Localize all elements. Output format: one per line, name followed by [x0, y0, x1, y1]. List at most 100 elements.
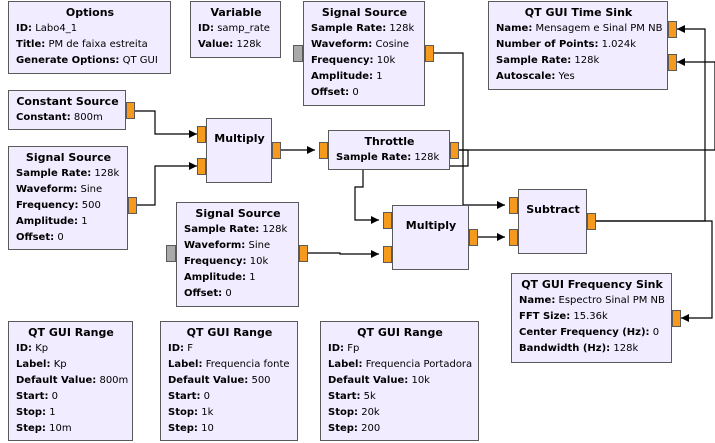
time-sink-in1-port[interactable]: [668, 54, 677, 71]
disabled-input-port[interactable]: [293, 45, 303, 62]
param-row: Frequency: 500: [16, 198, 121, 214]
param-key: Number of Points:: [496, 39, 599, 50]
param-value: QT GUI: [122, 55, 158, 66]
wire-sine1-to-multiply1: [137, 162, 197, 206]
param-value: 500: [81, 200, 101, 211]
throttle-in-port[interactable]: [319, 142, 328, 159]
subtract-out-port[interactable]: [587, 213, 596, 230]
param-row: Stop: 1: [16, 405, 126, 421]
param-row: Constant: 800m: [16, 110, 119, 126]
param-key: Waveform:: [311, 39, 373, 50]
multiply2-in0-port[interactable]: [383, 212, 392, 229]
param-value: 128k: [94, 168, 120, 179]
param-value: 1: [376, 71, 383, 82]
param-row: Waveform: Cosine: [311, 37, 418, 53]
param-row: Waveform: Sine: [184, 238, 292, 254]
param-row: Amplitude: 1: [311, 69, 418, 85]
multiply1-block[interactable]: Multiply: [206, 118, 272, 183]
param-row: Waveform: Sine: [16, 182, 121, 198]
param-value: 20k: [361, 407, 380, 418]
subtract-in1-port[interactable]: [509, 229, 518, 246]
param-value: 10: [201, 423, 214, 434]
param-row: Frequency: 10k: [311, 53, 418, 69]
param-row: Name: Espectro Sinal PM NB: [519, 293, 665, 309]
param-key: Generate Options:: [16, 55, 120, 66]
param-value: Frequencia fonte: [205, 359, 290, 370]
param-key: ID:: [16, 23, 33, 34]
param-row: Amplitude: 1: [16, 214, 121, 230]
param-key: ID:: [16, 343, 33, 354]
param-row: Stop: 20k: [328, 405, 472, 421]
param-key: Sample Rate:: [16, 168, 92, 179]
param-row: Sample Rate: 128k: [496, 53, 661, 69]
param-key: Name:: [496, 23, 533, 34]
param-value: 128k: [236, 39, 262, 50]
subtract-block[interactable]: Subtract: [518, 189, 587, 254]
param-value: 0: [57, 232, 64, 243]
param-value: 10k: [376, 55, 396, 66]
param-value: 5k: [363, 391, 376, 402]
param-key: Stop:: [16, 407, 47, 418]
param-value: 128k: [389, 23, 415, 34]
frequency-sink-in-port[interactable]: [672, 310, 681, 327]
param-value: 800m: [73, 112, 103, 123]
param-key: Amplitude:: [311, 71, 374, 82]
disabled-input-port[interactable]: [166, 245, 176, 262]
constant-source-out-port[interactable]: [126, 102, 135, 119]
param-key: Frequency:: [184, 256, 247, 267]
multiply1-out-port[interactable]: [272, 142, 281, 159]
block-title: Variable: [210, 6, 262, 19]
block-title: Signal Source: [321, 6, 408, 19]
multiply1-in1-port[interactable]: [197, 158, 206, 175]
param-value: Mensagem e Sinal PM NB: [535, 23, 663, 34]
param-row: Bandwidth (Hz): 128k: [519, 341, 665, 357]
param-row: ID: samp_rate: [198, 21, 274, 37]
param-row: Sample Rate: 128k: [311, 21, 418, 37]
param-row: Center Frequency (Hz): 0: [519, 325, 665, 341]
multiply2-out-port[interactable]: [469, 229, 478, 246]
param-value: Labo4_1: [35, 23, 78, 34]
param-row: Label: Frequencia fonte: [168, 357, 291, 373]
signal-source-sine2-out-port[interactable]: [299, 245, 308, 262]
param-row: Frequency: 10k: [184, 254, 292, 270]
param-key: FFT Size:: [519, 311, 571, 322]
param-row: Label: Frequencia Portadora: [328, 357, 472, 373]
param-row: Default Value: 500: [168, 373, 291, 389]
param-row: Autoscale: Yes: [496, 69, 661, 85]
param-key: Label:: [328, 359, 363, 370]
param-value: 128k: [574, 55, 600, 66]
wire-sine2-to-multiply2: [308, 250, 379, 258]
signal-source-cosine-out-port[interactable]: [425, 45, 434, 62]
param-row: Offset: 0: [311, 85, 418, 101]
time-sink-in0-port[interactable]: [668, 21, 677, 38]
multiply2-in1-port[interactable]: [383, 246, 392, 263]
signal-source-sine1-out-port[interactable]: [128, 197, 137, 214]
multiply2-block[interactable]: Multiply: [392, 205, 469, 270]
subtract-in0-port[interactable]: [509, 197, 518, 214]
throttle-out-port[interactable]: [450, 142, 459, 159]
param-value: Frequencia Portadora: [365, 359, 473, 370]
param-value: 1k: [201, 407, 214, 418]
param-row: ID: Labo4_1: [16, 21, 164, 37]
param-row: Start: 5k: [328, 389, 472, 405]
param-key: Bandwidth (Hz):: [519, 343, 611, 354]
wire-constant-to-multiply1: [135, 110, 197, 138]
param-row: Number of Points: 1.024k: [496, 37, 661, 53]
param-value: Kp: [35, 343, 49, 354]
param-key: Amplitude:: [16, 216, 79, 227]
param-row: Offset: 0: [184, 286, 292, 302]
param-value: 15.36k: [573, 311, 608, 322]
multiply1-in0-port[interactable]: [197, 126, 206, 143]
